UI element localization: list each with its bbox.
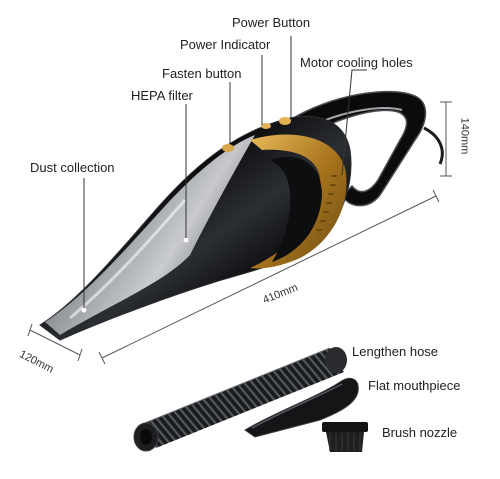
- power-indicator-light: [261, 123, 271, 129]
- dimension-lines: [27, 101, 452, 365]
- label-power-button: Power Button: [232, 15, 311, 30]
- power-button: [279, 117, 291, 125]
- callout-lines: [83, 36, 367, 308]
- lengthen-hose: [133, 347, 347, 452]
- label-dust-collection: Dust collection: [30, 160, 115, 175]
- label-flat-mouthpiece: Flat mouthpiece: [368, 378, 461, 393]
- gold-trim: [250, 134, 347, 269]
- dust-container-chrome: [45, 135, 255, 335]
- label-hepa-filter: HEPA filter: [131, 88, 193, 103]
- motor-cap: [270, 156, 322, 262]
- label-lengthen-hose: Lengthen hose: [352, 344, 439, 359]
- vacuum-cleaner: [39, 90, 444, 341]
- dimension-height: 140mm: [458, 117, 471, 155]
- label-fasten-button: Fasten button: [162, 66, 242, 81]
- flat-mouthpiece: [244, 377, 359, 438]
- label-power-indicator: Power Indicator: [180, 37, 271, 52]
- label-motor-cooling-holes: Motor cooling holes: [300, 55, 413, 70]
- power-cord: [423, 126, 444, 165]
- motor-cooling-holes: [316, 175, 337, 231]
- label-brush-nozzle: Brush nozzle: [382, 425, 458, 440]
- fasten-button: [222, 144, 234, 152]
- brush-nozzle: [322, 422, 368, 452]
